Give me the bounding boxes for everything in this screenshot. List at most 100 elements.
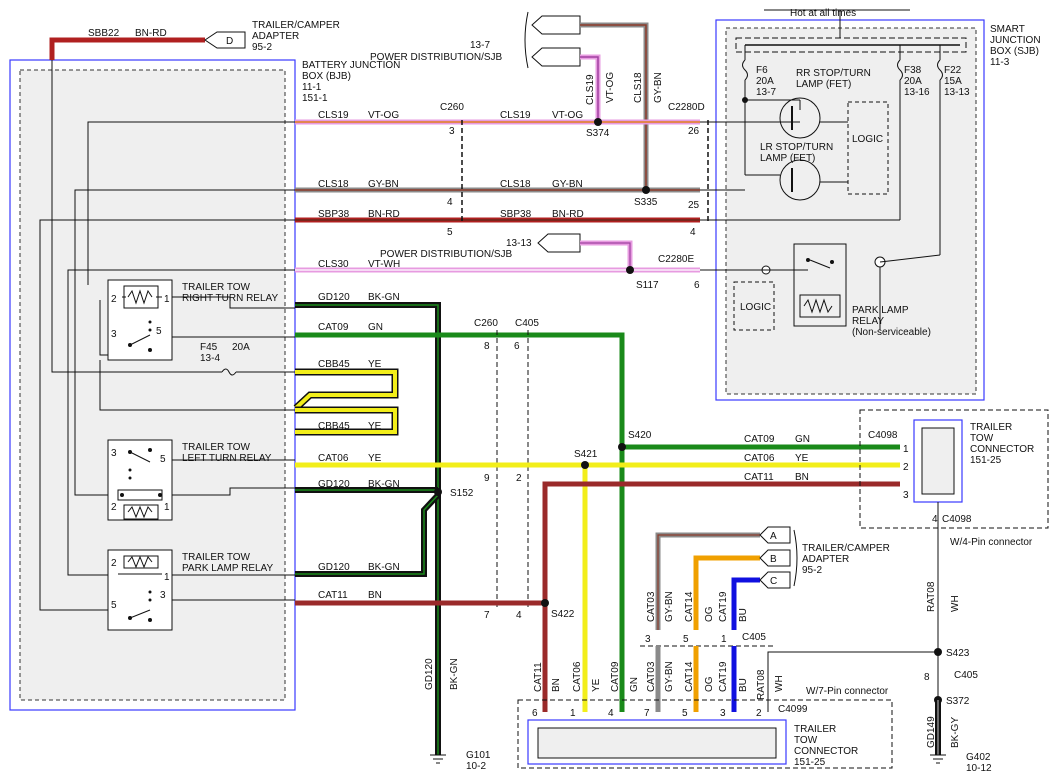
relay-wiring	[172, 296, 295, 601]
splice-icon	[934, 648, 942, 656]
f45-ref: 13-4	[200, 353, 220, 364]
cls18-a: CLS18	[318, 179, 349, 190]
lt-relay-label-2: LEFT TURN RELAY	[182, 453, 272, 464]
power-dist-mid	[537, 233, 633, 270]
bjb-ref-2: 151-1	[302, 93, 328, 104]
c405-mid: C405	[515, 318, 539, 329]
cls30: CLS30	[318, 259, 349, 270]
g101: G101	[466, 750, 491, 761]
gd120-b-color: BK-GN	[368, 479, 400, 490]
f22-ref: 13-13	[944, 87, 970, 98]
c405-pin-8: 8	[924, 672, 930, 683]
sjb-label-2: JUNCTION	[990, 35, 1041, 46]
c260-mid: C260	[474, 318, 498, 329]
pd-top-label: POWER DISTRIBUTION/SJB	[370, 52, 503, 63]
cat09-a: CAT09	[318, 322, 349, 333]
cls19-a: CLS19	[318, 110, 349, 121]
ground-icon	[930, 754, 946, 764]
rr-pin-2: 2	[111, 294, 117, 305]
splice-icon	[581, 461, 589, 469]
cat11-b-color: BN	[795, 472, 809, 483]
cls19-b-color: VT-OG	[552, 110, 583, 121]
cls18-vert-color: GY-BN	[653, 72, 664, 103]
v-cat19: CAT19	[718, 661, 729, 692]
sjb-label-3: BOX (SJB)	[990, 46, 1039, 57]
right-turn-relay	[107, 279, 173, 361]
pk-pin-2: 2	[111, 558, 117, 569]
splice-icon	[541, 599, 549, 607]
gd120-c: GD120	[318, 562, 350, 573]
v-rat08-c: WH	[774, 675, 785, 692]
cls18-vert: CLS18	[633, 72, 644, 103]
cbb45-b-color: YE	[368, 421, 382, 432]
p-3: 3	[720, 708, 726, 719]
adapter2-label: TRAILER/CAMPER	[802, 543, 890, 554]
gd120-vert-color: BK-GN	[449, 658, 460, 690]
sbb22-color: BN-RD	[135, 28, 167, 39]
f6-label: F6	[756, 65, 768, 76]
p-7: 7	[644, 708, 650, 719]
gd120-a: GD120	[318, 292, 350, 303]
smart-junction-box	[715, 9, 985, 401]
f38-label: F38	[904, 65, 922, 76]
pin-3r: 3	[903, 490, 909, 501]
cls19-vert-color: VT-OG	[605, 72, 616, 103]
cat06-b-color: YE	[795, 453, 809, 464]
bjb-ref-1: 11-1	[302, 82, 322, 93]
u-pin-1: 1	[721, 634, 727, 645]
lr-pin-1: 1	[164, 502, 170, 513]
wire-7pin-feeds	[655, 646, 737, 712]
sbp38-a-color: BN-RD	[368, 209, 400, 220]
f45: F45	[200, 342, 218, 353]
pin-9: 9	[484, 473, 490, 484]
adapter-abc	[655, 526, 798, 630]
pin-2: 2	[516, 473, 522, 484]
ttc7-label-3: CONNECTOR	[794, 746, 858, 757]
g402-ref: 10-12	[966, 763, 992, 774]
rr-pin-5: 5	[156, 326, 162, 337]
rr-pin-1: 1	[164, 294, 170, 305]
pin-4-bot: 4	[932, 514, 938, 525]
splice-icon	[642, 186, 650, 194]
rt-relay-label: TRAILER TOW	[182, 282, 251, 293]
gd120-b: GD120	[318, 479, 350, 490]
sbp38-b-color: BN-RD	[552, 209, 584, 220]
rr-pin-3: 3	[111, 329, 117, 340]
pin-3: 3	[449, 126, 455, 137]
s421: S421	[574, 449, 598, 460]
ttc7-label: TRAILER	[794, 724, 836, 735]
pk-relay-label-2: PARK LAMP RELAY	[182, 563, 273, 574]
s374: S374	[586, 128, 610, 139]
cbb45-b: CBB45	[318, 421, 350, 432]
wire-sbb22	[49, 37, 205, 60]
c4099: C4099	[778, 704, 808, 715]
gd120-c-color: BK-GN	[368, 562, 400, 573]
pd-top-ref: 13-7	[470, 40, 490, 51]
c4098-top: C4098	[868, 430, 898, 441]
v-cat06-c: YE	[591, 678, 602, 692]
adapter-top-label-2: ADAPTER	[252, 31, 299, 42]
cat06-a: CAT06	[318, 453, 349, 464]
f22-label: F22	[944, 65, 962, 76]
hot-at-all-times: Hot at all times	[790, 8, 856, 19]
v-cat14-c: OG	[704, 676, 715, 692]
pd-mid-ref: 13-13	[506, 238, 532, 249]
cls18-b-color: GY-BN	[552, 179, 583, 190]
f38-amp: 20A	[904, 76, 922, 87]
cls19-vert: CLS19	[585, 74, 596, 105]
bjb-internal-wiring	[39, 60, 295, 611]
sjb-label-1: SMART	[990, 24, 1025, 35]
wire-cat09	[295, 332, 900, 712]
pin-6b: 6	[514, 341, 520, 352]
f22-amp: 15A	[944, 76, 962, 87]
w7pin-label: W/7-Pin connector	[806, 686, 889, 697]
adapter-pin-b: B	[770, 554, 777, 565]
logic-upper-label: LOGIC	[852, 134, 883, 145]
sjb-label-4: 11-3	[990, 57, 1010, 68]
p-4: 4	[608, 708, 614, 719]
gd149-vert-color: BK-GY	[950, 717, 961, 748]
lr-lamp-label-2: LAMP (FET)	[760, 153, 815, 164]
gd149-vert: GD149	[926, 716, 937, 748]
cat06-b: CAT06	[744, 453, 775, 464]
